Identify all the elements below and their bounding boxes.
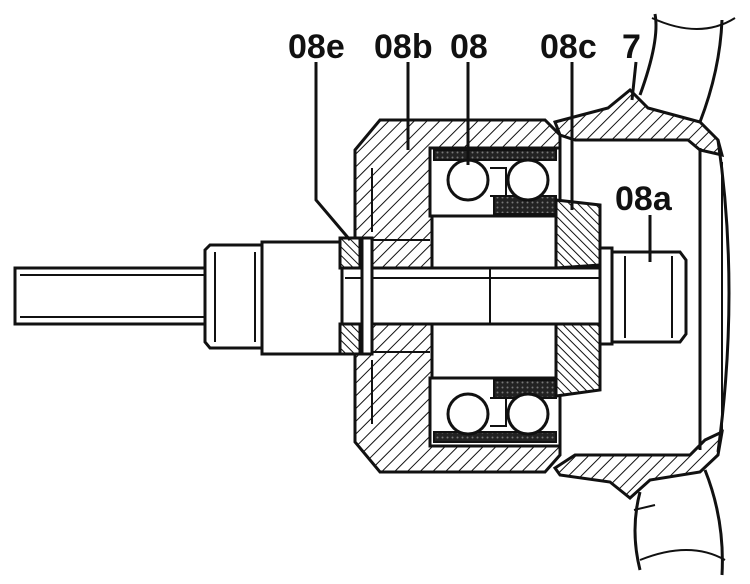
bearing-08-lower xyxy=(428,376,562,448)
housing-7 xyxy=(552,13,736,576)
callout-labels: 08e 08b 08 08c 7 08a xyxy=(288,28,673,218)
label-08a: 08a xyxy=(615,180,673,218)
spacer-08c xyxy=(554,198,602,398)
label-08c: 08c xyxy=(540,28,597,66)
puller-spindle xyxy=(13,266,612,326)
thrust-washer-08e xyxy=(338,236,374,356)
nut-08a xyxy=(598,246,688,346)
bearing-ball xyxy=(446,158,490,202)
label-08b: 08b xyxy=(374,28,433,66)
leader-lines xyxy=(314,61,652,262)
label-7: 7 xyxy=(622,28,641,66)
bearing-ball xyxy=(506,392,550,436)
hex-nut-left xyxy=(203,243,264,350)
label-08e: 08e xyxy=(288,28,345,66)
bearing-08-upper xyxy=(428,146,562,218)
label-08: 08 xyxy=(450,28,488,66)
bearing-ball xyxy=(506,158,550,202)
sleeve xyxy=(260,240,344,356)
bearing-ball xyxy=(446,392,490,436)
